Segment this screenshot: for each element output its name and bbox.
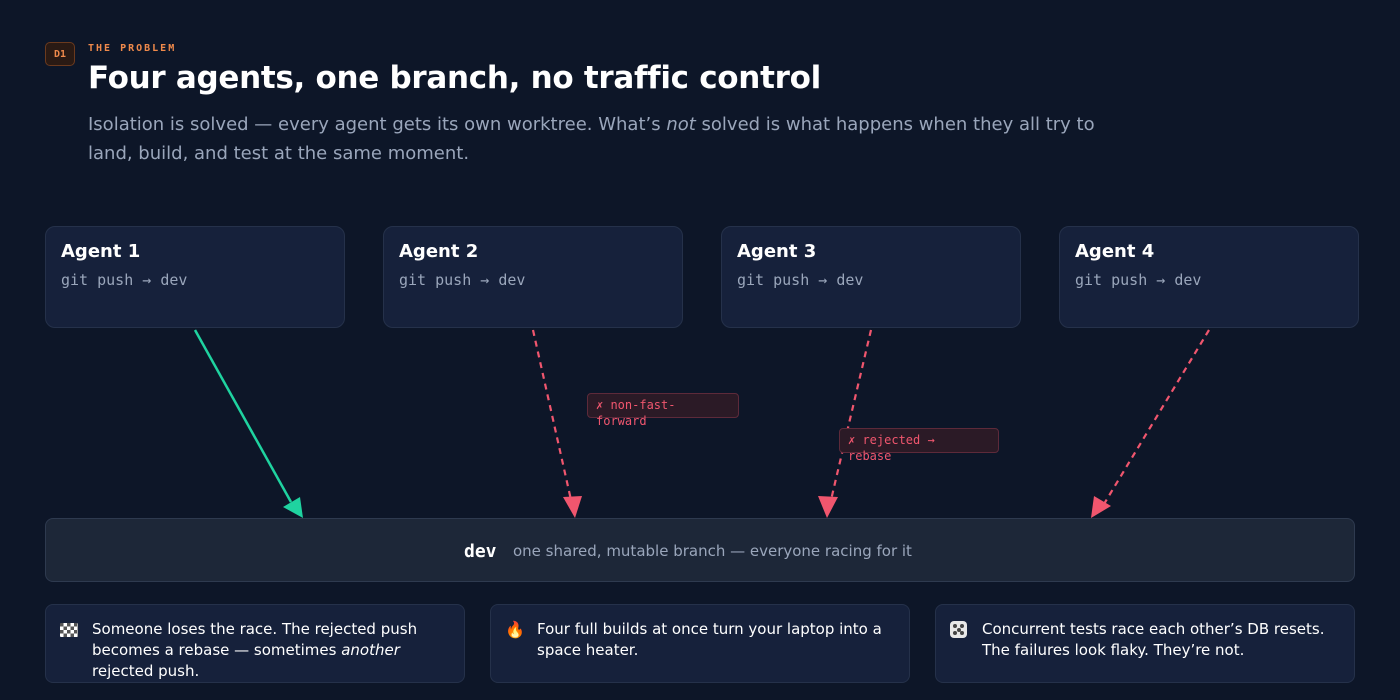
agent-name: Agent 4 [1075, 241, 1155, 262]
note-text: Concurrent tests race each other’s DB re… [982, 620, 1325, 659]
agent-card-2: Agent 2 git push → dev [383, 226, 683, 328]
note-text-after: rejected push. [92, 662, 200, 680]
push-arrow-agent-2 [531, 329, 573, 501]
arrowhead-agent-1 [283, 497, 303, 518]
dice-icon [950, 621, 967, 638]
note-card-race: Someone loses the race. The rejected pus… [45, 604, 465, 683]
push-arrow-agent-1 [193, 329, 293, 503]
push-arrow-agent-4 [1103, 329, 1210, 505]
section-eyebrow: THE PROBLEM [88, 43, 177, 54]
note-text: Four full builds at once turn your lapto… [537, 620, 882, 659]
checkered-flag-icon [60, 623, 78, 637]
page-subtitle: Isolation is solved — every agent gets i… [88, 110, 1118, 168]
agent-name: Agent 2 [399, 241, 479, 262]
push-arrow-agent-3 [829, 329, 873, 501]
branch-description: one shared, mutable branch — everyone ra… [513, 542, 912, 560]
rejection-tag-non-fast-forward: ✗ non-fast- forward [587, 393, 739, 428]
agent-command: git push → dev [1075, 271, 1202, 289]
dev-branch-bar: dev one shared, mutable branch — everyon… [45, 518, 1355, 582]
agent-command: git push → dev [737, 271, 864, 289]
fire-icon: 🔥 [505, 620, 525, 639]
agent-card-3: Agent 3 git push → dev [721, 226, 1021, 328]
note-card-tests: Concurrent tests race each other’s DB re… [935, 604, 1355, 683]
arrowhead-agent-3 [818, 496, 838, 518]
agent-name: Agent 1 [61, 241, 141, 262]
agent-command: git push → dev [399, 271, 526, 289]
subtitle-emphasis: not [666, 114, 696, 135]
note-text-before: Someone loses the race. The rejected pus… [92, 620, 418, 659]
subtitle-text-before: Isolation is solved — every agent gets i… [88, 114, 667, 135]
agent-card-1: Agent 1 git push → dev [45, 226, 345, 328]
branch-name: dev [464, 541, 497, 562]
rejection-tag-rebase: ✗ rejected → rebase [839, 428, 999, 463]
arrowhead-agent-4 [1091, 496, 1111, 518]
note-emphasis: another [341, 641, 400, 659]
page-title: Four agents, one branch, no traffic cont… [88, 60, 821, 96]
section-badge: D1 [45, 42, 75, 66]
subtitle-text-after: solved is what happens when they all try… [88, 114, 1095, 164]
rejection-label: ✗ rejected → rebase [848, 433, 935, 463]
arrowhead-agent-2 [563, 496, 582, 518]
agent-card-4: Agent 4 git push → dev [1059, 226, 1359, 328]
note-text: Someone loses the race. The rejected pus… [92, 619, 450, 680]
agent-name: Agent 3 [737, 241, 817, 262]
agent-command: git push → dev [61, 271, 188, 289]
note-card-builds: 🔥 Four full builds at once turn your lap… [490, 604, 910, 683]
rejection-label: ✗ non-fast- forward [596, 398, 676, 428]
